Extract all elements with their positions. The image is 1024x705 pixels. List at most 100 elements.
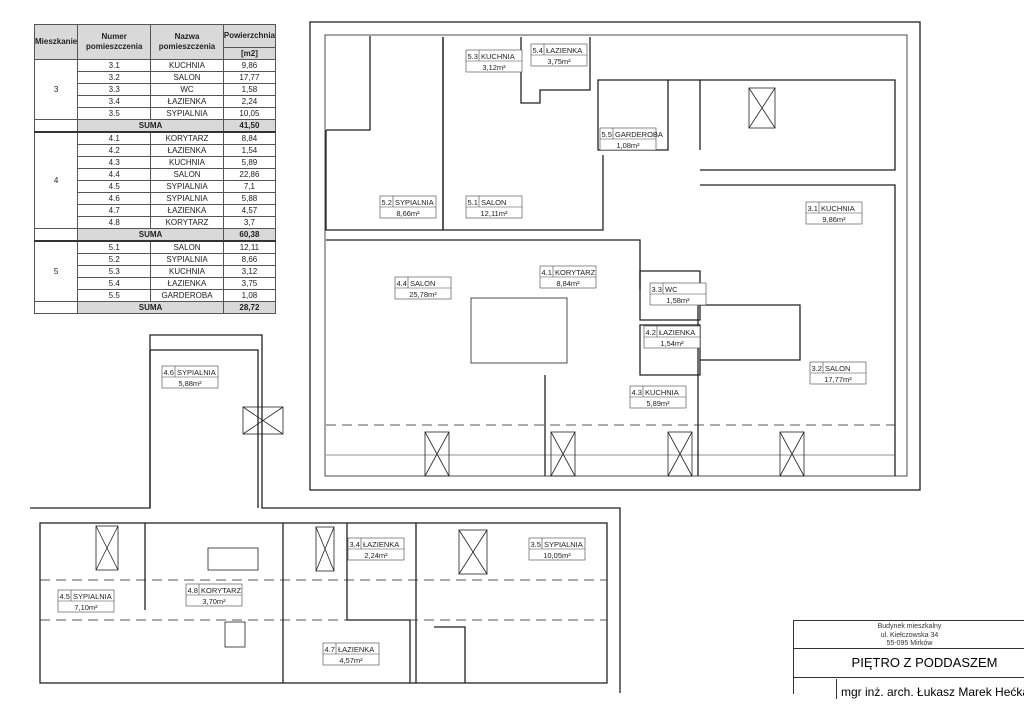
room-name: SYPIALNIA	[150, 253, 224, 266]
room-label-name: SYPIALNIA	[544, 540, 583, 549]
room-label-number: 3.1	[808, 204, 818, 213]
street: ul. Kiełczowska 34	[880, 631, 939, 639]
room-label-area: 8,84m²	[556, 279, 580, 288]
building-type: Budynek mieszkalny	[877, 623, 942, 630]
room-label-name: GARDEROBA	[615, 130, 663, 139]
room-label-name: KUCHNIA	[645, 388, 679, 397]
room-label-name: SYPIALNIA	[73, 592, 112, 601]
room-label-name: KORYTARZ	[201, 586, 242, 595]
room-name: SYPIALNIA	[150, 107, 224, 120]
room-number: 5.1	[77, 240, 152, 254]
room-number: 3.5	[77, 107, 152, 120]
room-number: 3.3	[77, 83, 152, 96]
room-area: 7,1	[222, 180, 277, 193]
room-label-area: 10,05m²	[543, 551, 571, 560]
room-label-area: 1,54m²	[660, 339, 684, 348]
room-name: KORYTARZ	[150, 131, 224, 145]
room-label-number: 5.3	[468, 52, 478, 61]
room-label-area: 1,58m²	[666, 296, 690, 305]
title-block: Budynek mieszkalny ul. Kiełczowska 34 55…	[793, 620, 1024, 699]
room-name: ŁAZIENKA	[150, 204, 224, 217]
room-area-table: Mieszkanie Numer pomieszczenia Nazwa pom…	[33, 24, 277, 314]
room-number: 3.1	[77, 59, 152, 72]
room-area: 1,08	[222, 289, 277, 302]
room-number: 4.3	[77, 156, 152, 169]
room-area: 1,54	[222, 144, 277, 157]
sum-label: SUMA	[77, 119, 224, 133]
room-label-name: KORYTARZ	[555, 268, 596, 277]
room-name: SYPIALNIA	[150, 192, 224, 205]
room-name: SALON	[150, 240, 224, 254]
room-label-number: 3.4	[350, 540, 360, 549]
header-room-name: Nazwa pomieszczenia	[150, 24, 224, 60]
room-area: 4,57	[222, 204, 277, 217]
room-number: 4.5	[77, 180, 152, 193]
room-label-name: KUCHNIA	[481, 52, 515, 61]
room-label-area: 1,08m²	[616, 141, 640, 150]
room-name: KUCHNIA	[150, 156, 224, 169]
room-label-area: 9,86m²	[822, 215, 846, 224]
room-number: 5.2	[77, 253, 152, 266]
room-label-area: 12,11m²	[481, 209, 508, 218]
room-label-name: ŁAZIENKA	[338, 645, 374, 654]
author: mgr inż. arch. Łukasz Marek Hećka	[836, 679, 1024, 699]
room-label-number: 4.5	[60, 592, 70, 601]
room-area: 1,58	[222, 83, 277, 96]
header-area: Powierzchnia	[222, 24, 277, 48]
room-number: 5.4	[77, 277, 152, 290]
room-label-number: 4.6	[164, 368, 174, 377]
room-label-area: 5,89m²	[646, 399, 670, 408]
room-label-number: 3.5	[531, 540, 541, 549]
room-name: SYPIALNIA	[150, 180, 224, 193]
room-number: 4.7	[77, 204, 152, 217]
room-area: 8,66	[222, 253, 277, 266]
room-label-number: 3.2	[812, 364, 822, 373]
room-label-number: 5.5	[602, 130, 612, 139]
apartment-number: 4	[33, 131, 79, 229]
room-area: 10,05	[222, 107, 277, 120]
room-number: 5.3	[77, 265, 152, 278]
room-name: KUCHNIA	[150, 59, 224, 72]
room-label-name: SALON	[410, 279, 435, 288]
room-label-area: 3,70m²	[202, 597, 226, 606]
room-name: GARDEROBA	[150, 289, 224, 302]
room-label-name: ŁAZIENKA	[659, 328, 695, 337]
room-area: 5,88	[222, 192, 277, 205]
room-number: 5.5	[77, 289, 152, 302]
room-label-name: WC	[665, 285, 678, 294]
room-number: 4.6	[77, 192, 152, 205]
room-label-area: 4,57m²	[339, 656, 363, 665]
room-area: 8,84	[222, 131, 277, 145]
sum-value: 60,38	[222, 228, 277, 242]
sum-spacer	[33, 228, 78, 242]
sum-value: 28,72	[222, 301, 277, 314]
room-label-number: 5.4	[533, 46, 543, 55]
room-name: SALON	[150, 168, 224, 181]
apartment-number: 3	[33, 59, 79, 120]
room-number: 4.8	[77, 216, 152, 229]
room-label-number: 4.4	[397, 279, 407, 288]
room-name: KORYTARZ	[150, 216, 224, 229]
room-area: 5,89	[222, 156, 277, 169]
room-label-name: SALON	[481, 198, 506, 207]
room-number: 4.4	[77, 168, 152, 181]
skylights	[95, 87, 805, 575]
room-label-name: SYPIALNIA	[177, 368, 216, 377]
